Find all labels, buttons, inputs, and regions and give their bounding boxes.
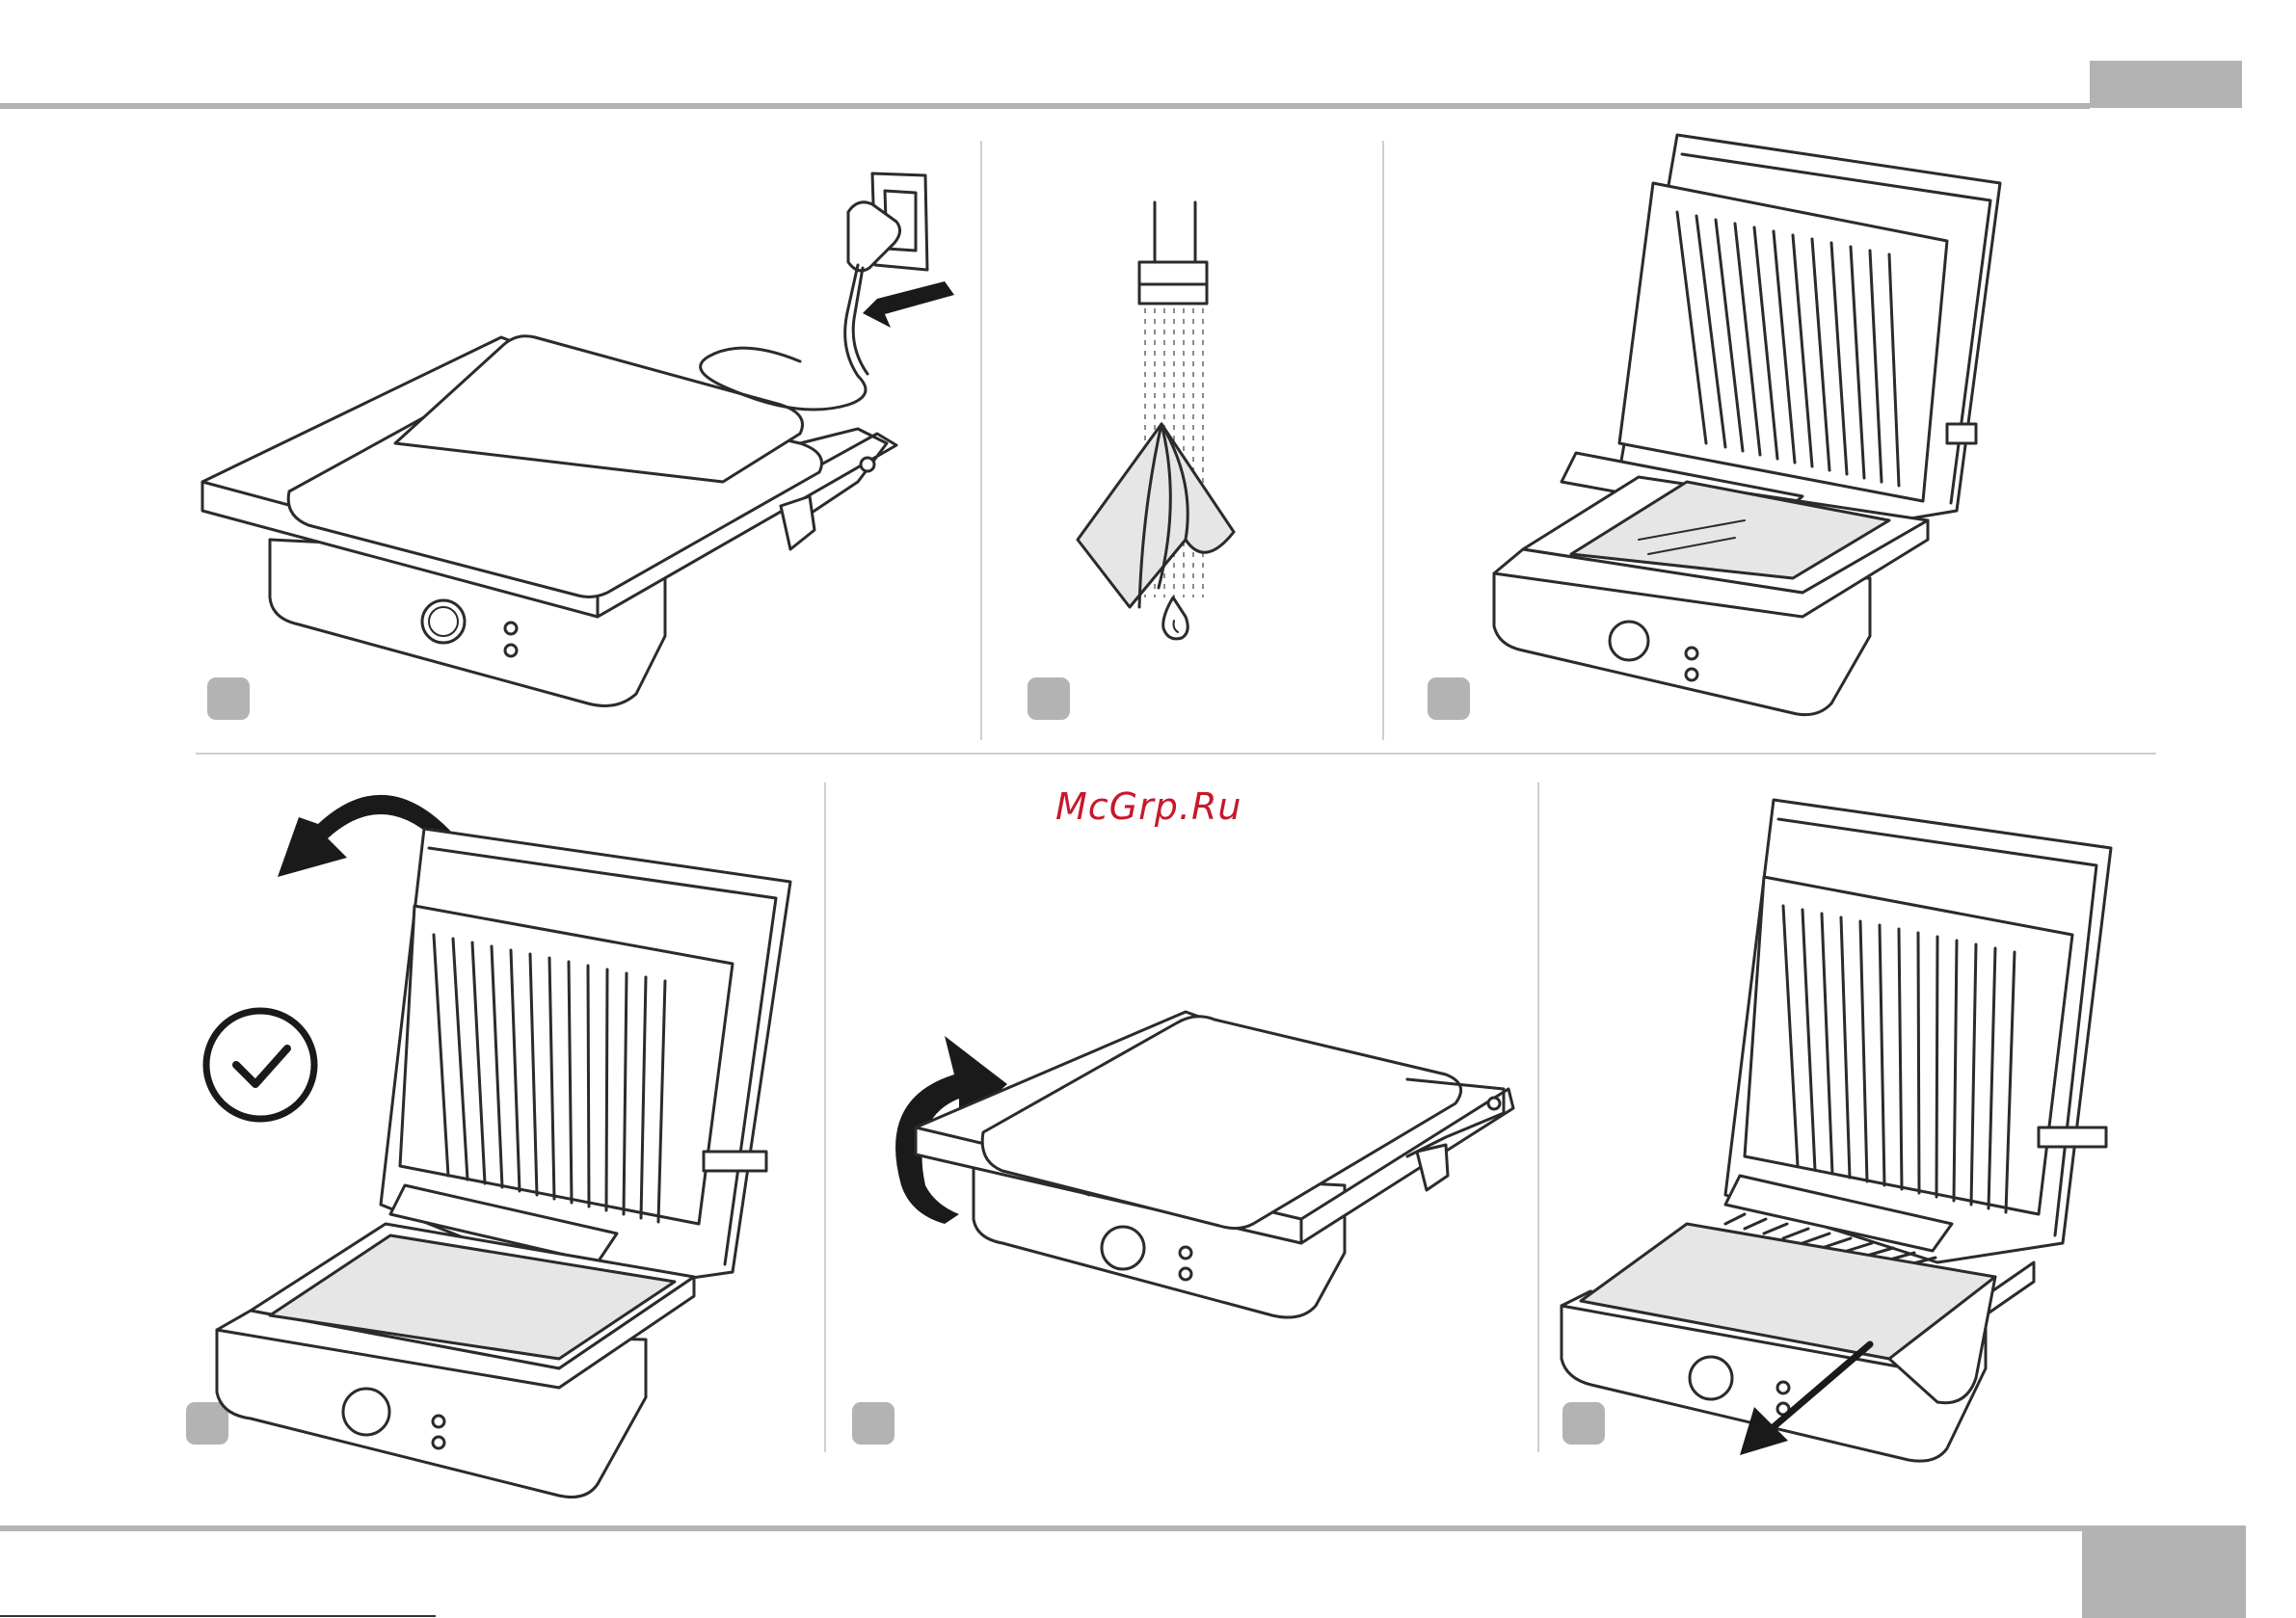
arrow-right-icon <box>863 281 954 328</box>
grill-base <box>1494 477 1928 715</box>
grill-base <box>217 1224 694 1498</box>
water-tap-icon <box>1139 202 1207 304</box>
cloth-icon <box>1078 424 1234 607</box>
check-circle-icon <box>206 1011 314 1119</box>
damp-cloth-under-tap <box>1041 193 1349 655</box>
step-3-illustration <box>1484 125 2005 732</box>
divider-vertical-4 <box>1537 782 1539 1452</box>
step-2-illustration <box>1041 193 1349 655</box>
watermark: McGrp.Ru <box>1055 785 1241 828</box>
divider-vertical-2 <box>1382 141 1384 740</box>
power-plug-icon <box>701 202 900 410</box>
header-tab <box>2090 61 2242 108</box>
step-6-illustration <box>1552 790 2121 1465</box>
divider-vertical-3 <box>824 782 826 1452</box>
grill-lid <box>1562 135 2000 530</box>
grill-lid <box>381 829 790 1291</box>
step-5-illustration <box>868 983 1523 1330</box>
remove-drip-tray <box>1552 790 2121 1465</box>
step-badge-5 <box>852 1402 894 1445</box>
grill-body <box>916 1012 1513 1317</box>
grill-body <box>202 336 896 706</box>
divider-horizontal <box>196 753 2156 755</box>
water-drop-icon <box>1163 597 1188 639</box>
step-1-illustration <box>183 154 974 713</box>
divider-vertical-1 <box>980 141 982 740</box>
grill-open-wipe-plate <box>1484 125 2005 732</box>
grill-closed-unplug <box>183 154 974 713</box>
step-badge-3 <box>1428 677 1470 720</box>
header-rule <box>0 103 2090 109</box>
footer-line <box>0 1615 436 1617</box>
footer-rule <box>0 1525 2082 1531</box>
footer-tab <box>2082 1525 2246 1618</box>
step-badge-2 <box>1028 677 1070 720</box>
step-4-illustration <box>193 771 810 1503</box>
grill-open-dry <box>193 771 810 1503</box>
grill-closing <box>868 983 1523 1330</box>
grill-lid <box>1725 800 2111 1267</box>
